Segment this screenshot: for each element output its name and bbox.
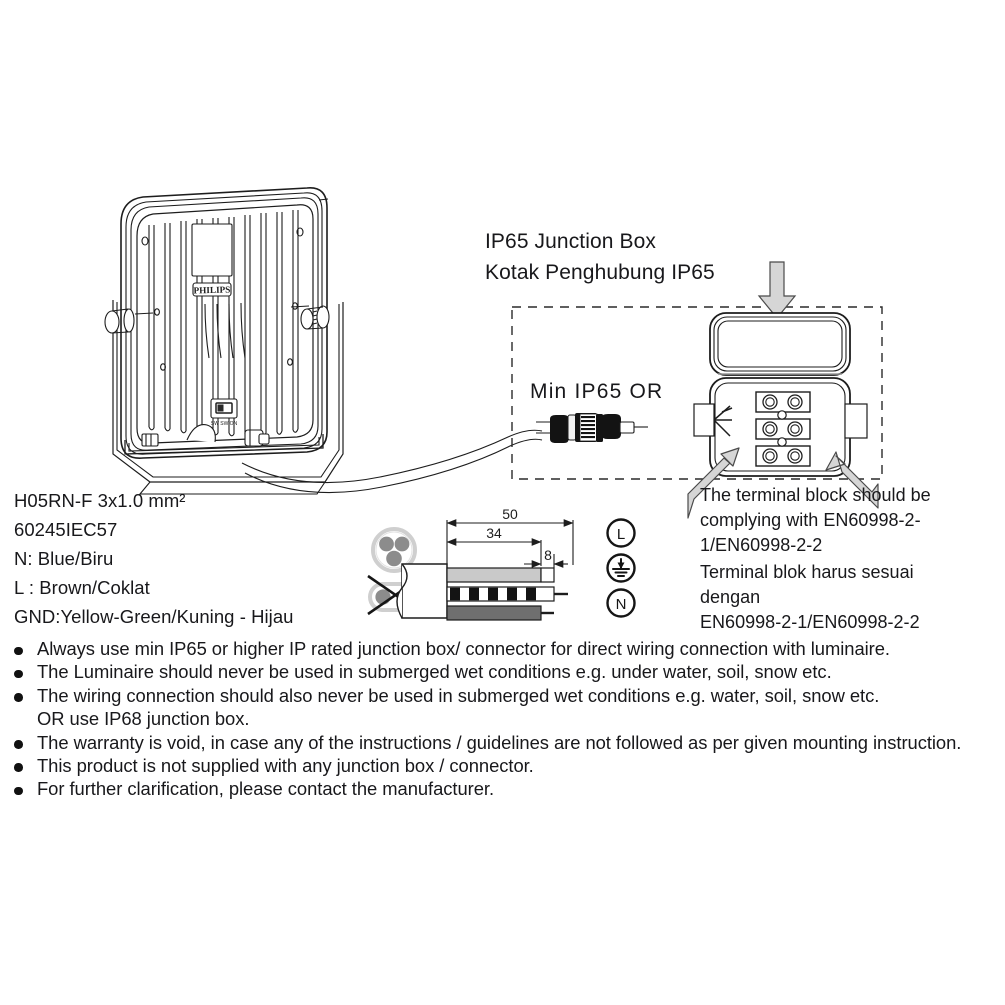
note-text: OR use IP68 junction box.: [37, 708, 250, 730]
terminal-note-line-5: dengan: [700, 587, 761, 607]
list-item: Always use min IP65 or higher IP rated j…: [14, 638, 1004, 662]
bullet-dot: [14, 669, 23, 679]
list-item-continuation: OR use IP68 junction box.: [14, 708, 1004, 732]
brand-label: PHILIPS: [193, 285, 230, 296]
bullet-dot: [14, 646, 23, 655]
cable-spec-line-2: 60245IEC57: [14, 519, 118, 540]
note-text: This product is not supplied with any ju…: [37, 754, 534, 776]
terminal-note-line-6: EN60998-2-1/EN60998-2-2: [700, 612, 920, 632]
wire-stripping-diagram: 50 34 8: [396, 506, 574, 621]
bullet-dot: [14, 740, 23, 749]
symbol-neutral-N: N: [606, 588, 636, 618]
terminal-note-line-4: Terminal blok harus sesuai: [700, 562, 914, 582]
note-text: The wiring connection should also never …: [37, 684, 880, 706]
cable-spec-line-4: L : Brown/Coklat: [14, 577, 150, 598]
bullet-dot: [14, 763, 23, 772]
ip65-connector: [536, 413, 648, 443]
dim-34-label: 34: [486, 525, 502, 541]
min-ip65-label: Min IP65 OR: [530, 380, 664, 403]
dim-50-label: 50: [502, 506, 518, 522]
junction-box-illustration: [693, 312, 868, 477]
list-item: This product is not supplied with any ju…: [14, 754, 1004, 779]
note-text: The warranty is void, in case any of the…: [37, 731, 962, 753]
bullet-dot: [14, 786, 23, 796]
symbol-earth-ground: [606, 553, 636, 583]
bullet-dot: [14, 693, 23, 702]
note-text: Always use min IP65 or higher IP rated j…: [37, 638, 890, 659]
conductor-symbols: L N: [606, 518, 636, 618]
terminal-note-line-1: The terminal block should be: [700, 485, 931, 505]
list-item: The Luminaire should never be used in su…: [14, 661, 1004, 685]
cable-spec-line-5: GND:Yellow-Green/Kuning - Hijau: [14, 606, 294, 627]
power-cable: [241, 429, 543, 494]
note-text: For further clarification, please contac…: [37, 778, 495, 800]
list-item: The wiring connection should also never …: [14, 684, 1004, 709]
floodlight-illustration: PHILIPS SW SW ON: [104, 187, 344, 495]
junction-box-pointer-arrow: [757, 261, 797, 319]
dim-8-label: 8: [544, 547, 552, 563]
terminal-note-line-3: 1/EN60998-2-2: [700, 535, 823, 555]
terminal-note-line-2: complying with EN60998-2-: [700, 510, 921, 530]
junction-box-title-id: Kotak Penghubung IP65: [485, 261, 715, 284]
cable-spec-line-3: N: Blue/Biru: [14, 548, 114, 569]
list-item: The warranty is void, in case any of the…: [14, 731, 1004, 756]
cable-spec-line-1: H05RN-F 3x1.0 mm²: [14, 490, 186, 511]
terminal-block-callout-arrows: [687, 447, 879, 519]
round-3-core-cable-icon: [371, 527, 417, 573]
junction-box-title-en: IP65 Junction Box: [485, 230, 656, 253]
svg-text:L: L: [617, 526, 625, 543]
svg-text:SW SW ON: SW SW ON: [211, 421, 238, 427]
notes-list: Always use min IP65 or higher IP rated j…: [14, 638, 1004, 803]
svg-text:N: N: [616, 596, 627, 613]
ip65-region-dashed-box: [511, 306, 883, 480]
terminal-block: [755, 391, 811, 467]
note-text: The Luminaire should never be used in su…: [37, 661, 832, 683]
symbol-live-L: L: [606, 518, 636, 548]
list-item: For further clarification, please contac…: [14, 778, 1004, 802]
